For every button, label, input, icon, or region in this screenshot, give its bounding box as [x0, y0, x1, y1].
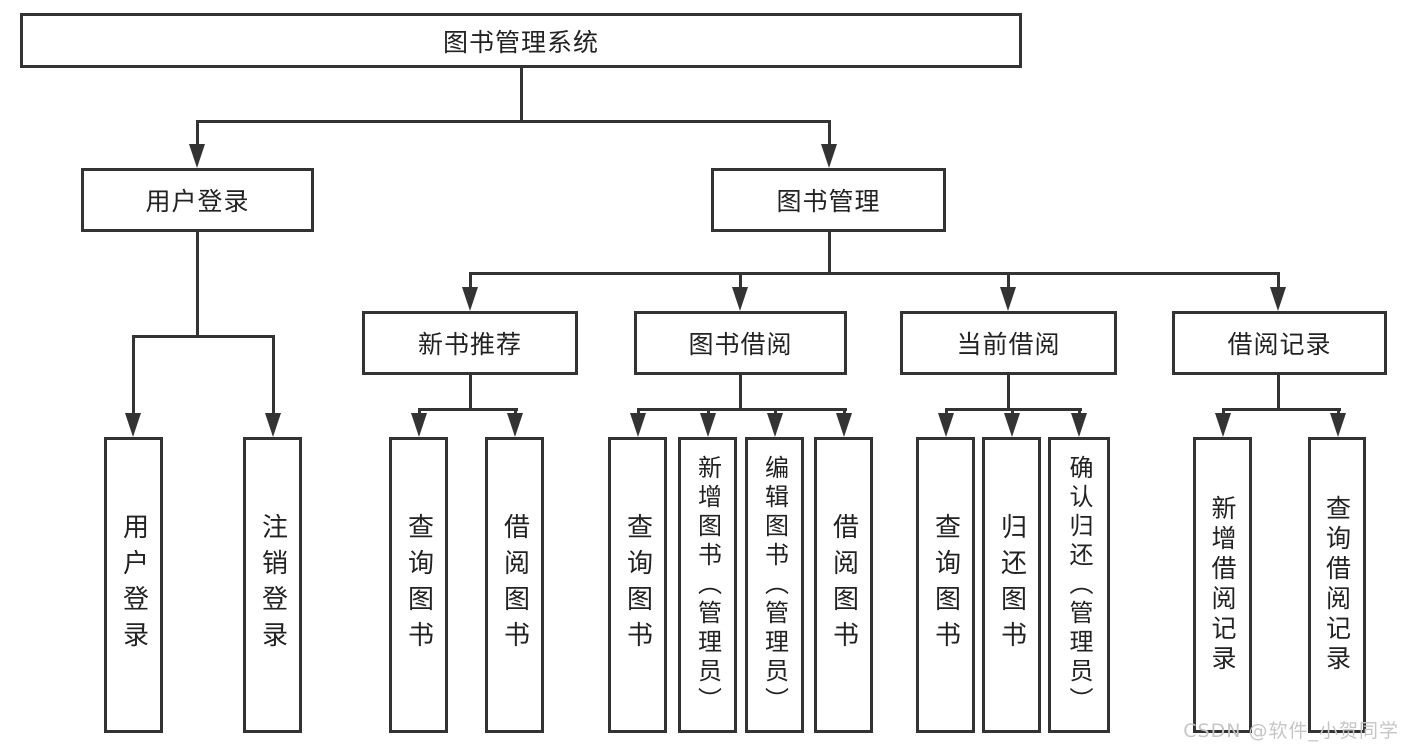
leaf-query-books-borrow: 查询图书 [608, 437, 667, 733]
connector-line [707, 408, 710, 417]
leaf-label: 用户登录 [118, 513, 149, 657]
leaf-query-books-recommend: 查询图书 [389, 437, 448, 733]
leaf-label: 注销登录 [257, 513, 288, 657]
connector-line [133, 335, 274, 338]
arrowhead-icon [836, 413, 852, 437]
leaf-return-books: 归还图书 [982, 437, 1041, 733]
arrowhead-icon [1330, 413, 1346, 437]
connector-line [828, 232, 831, 272]
connector-line [1277, 272, 1280, 289]
connector-line [514, 408, 517, 417]
connector-line [637, 408, 640, 417]
leaf-logout: 注销登录 [243, 437, 302, 733]
arrowhead-icon [700, 413, 716, 437]
connector-line [418, 408, 421, 417]
connector-line [1078, 408, 1081, 417]
arrowhead-icon [630, 413, 646, 437]
leaf-label: 查询图书 [403, 513, 434, 657]
node-label: 图书管理系统 [442, 27, 599, 57]
arrowhead-icon [732, 287, 748, 311]
leaf-borrow-books-2: 借阅图书 [814, 437, 873, 733]
connector-line [1011, 408, 1014, 417]
node-label: 当前借阅 [956, 330, 1061, 359]
leaf-borrow-books-recommend: 借阅图书 [485, 437, 544, 733]
connector-line [1223, 408, 1341, 411]
leaf-label: 新增图书（管理员） [693, 454, 722, 716]
node-label: 图书管理 [776, 187, 881, 216]
connector-line [1007, 375, 1010, 408]
connector-line [272, 335, 275, 415]
connector-line [520, 68, 523, 120]
leaf-add-book-admin: 新增图书（管理员） [678, 437, 737, 733]
arrowhead-icon [189, 144, 205, 168]
node-borrow-records: 借阅记录 [1172, 311, 1387, 375]
arrowhead-icon [1000, 287, 1016, 311]
node-user-login: 用户登录 [81, 168, 314, 232]
node-new-book-recommend: 新书推荐 [362, 311, 578, 375]
leaf-label: 借阅图书 [828, 513, 859, 657]
node-label: 用户登录 [145, 187, 250, 216]
leaf-confirm-return-admin: 确认归还（管理员） [1048, 437, 1110, 733]
node-label: 图书借阅 [688, 330, 793, 359]
leaf-label: 确认归还（管理员） [1065, 454, 1093, 716]
node-root: 图书管理系统 [20, 13, 1022, 68]
connector-line [638, 408, 847, 411]
node-label: 借阅记录 [1227, 330, 1332, 359]
connector-line [945, 408, 948, 417]
arrowhead-icon [411, 413, 427, 437]
node-book-management: 图书管理 [711, 168, 946, 232]
leaf-label: 借阅图书 [499, 513, 530, 657]
arrowhead-icon [938, 413, 954, 437]
connector-line [196, 232, 199, 335]
arrowhead-icon [821, 144, 837, 168]
connector-line [739, 272, 742, 289]
arrowhead-icon [1270, 287, 1286, 311]
connector-line [469, 272, 472, 289]
arrowhead-icon [265, 413, 281, 437]
leaf-label: 查询借阅记录 [1322, 495, 1352, 675]
node-label: 新书推荐 [417, 330, 522, 359]
arrowhead-icon [1004, 413, 1020, 437]
connector-line [1337, 408, 1340, 417]
leaf-label: 编辑图书（管理员） [760, 454, 789, 716]
leaf-label: 查询图书 [930, 513, 961, 657]
connector-line [1007, 272, 1010, 289]
node-current-borrow: 当前借阅 [900, 311, 1117, 375]
arrowhead-icon [1215, 413, 1231, 437]
connector-line [470, 272, 1279, 275]
connector-line [419, 408, 518, 411]
connector-line [774, 408, 777, 417]
arrowhead-icon [1071, 413, 1087, 437]
connector-line [1222, 408, 1225, 417]
arrowhead-icon [462, 287, 478, 311]
node-book-borrow: 图书借阅 [634, 311, 847, 375]
arrowhead-icon [507, 413, 523, 437]
connector-line [739, 375, 742, 408]
connector-line [946, 408, 1082, 411]
connector-line [197, 120, 830, 123]
leaf-query-borrow-record: 查询借阅记录 [1308, 437, 1366, 733]
csdn-watermark: CSDN @软件_小贺同学 [1183, 720, 1399, 742]
leaf-label: 查询图书 [622, 513, 653, 657]
arrowhead-icon [767, 413, 783, 437]
leaf-add-borrow-record: 新增借阅记录 [1193, 437, 1252, 733]
connector-line [469, 375, 472, 408]
leaf-label: 归还图书 [996, 513, 1027, 657]
connector-line [843, 408, 846, 417]
connector-line [132, 335, 135, 415]
connector-line [1277, 375, 1280, 408]
arrowhead-icon [125, 413, 141, 437]
leaf-label: 新增借阅记录 [1208, 495, 1237, 675]
leaf-edit-book-admin: 编辑图书（管理员） [745, 437, 804, 733]
connector-line [828, 120, 831, 146]
connector-line [196, 120, 199, 146]
leaf-query-books-current: 查询图书 [916, 437, 975, 733]
leaf-user-login: 用户登录 [104, 437, 163, 733]
